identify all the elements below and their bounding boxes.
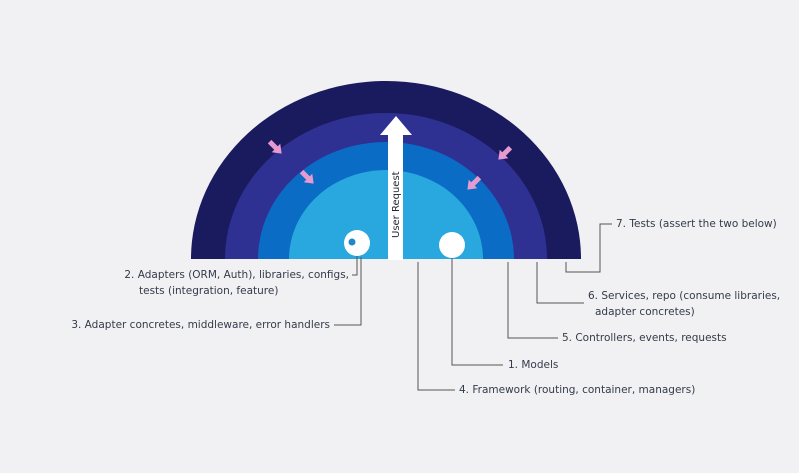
label-models: 1. Models xyxy=(508,359,559,371)
label-services-line1: 6. Services, repo (consume libraries, xyxy=(588,290,781,302)
label-adapters-line2: tests (integration, feature) xyxy=(139,285,279,297)
pink-arrow-inner-left xyxy=(299,169,314,184)
label-adapter-concretes: 3. Adapter concretes, middleware, error … xyxy=(71,319,330,331)
label-tests: 7. Tests (assert the two below) xyxy=(616,218,777,230)
connector-services xyxy=(536,262,584,304)
models-node-circle xyxy=(439,232,465,258)
user-request-arrow xyxy=(380,116,412,260)
core-models xyxy=(289,170,483,259)
user-request-label: User Request xyxy=(391,171,402,238)
label-framework: 4. Framework (routing, container, manage… xyxy=(459,384,696,396)
label-services-line2: adapter concretes) xyxy=(595,306,695,318)
adapter-node-circle xyxy=(344,230,370,256)
adapter-node-dot xyxy=(348,238,356,246)
connector-framework xyxy=(417,262,455,391)
label-adapters-line1: 2. Adapters (ORM, Auth), libraries, conf… xyxy=(124,269,349,281)
connector-tests xyxy=(565,223,612,273)
connector-adapters xyxy=(352,256,358,276)
label-controllers: 5. Controllers, events, requests xyxy=(562,332,727,344)
pink-arrow-inner-right xyxy=(467,175,482,190)
connector-adapter-concretes xyxy=(334,257,362,326)
connector-models xyxy=(451,258,503,366)
pink-arrow-outer-left xyxy=(267,139,282,154)
pink-arrow-outer-right xyxy=(498,145,513,160)
connector-controllers xyxy=(507,262,558,339)
